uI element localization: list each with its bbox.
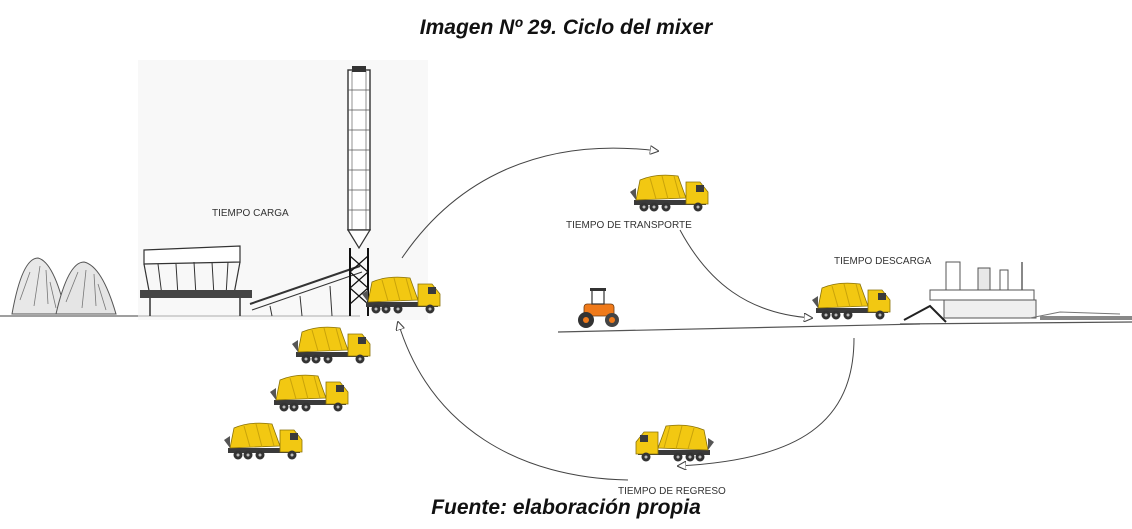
transport-time-label: TIEMPO DE TRANSPORTE bbox=[566, 220, 692, 231]
figure-source: Fuente: elaboración propia bbox=[431, 496, 701, 519]
load-time-label: TIEMPO CARGA bbox=[212, 208, 289, 219]
cement-truck-icon bbox=[269, 374, 349, 412]
transport-arrow-down bbox=[679, 229, 812, 318]
cement-truck-icon bbox=[291, 326, 371, 364]
site-ground-line bbox=[557, 323, 921, 333]
figure-title: Imagen Nº 29. Ciclo del mixer bbox=[419, 16, 713, 39]
transport-arrow-up bbox=[401, 148, 658, 259]
aggregate-pile-icon bbox=[11, 257, 117, 315]
cement-truck-icon bbox=[361, 276, 441, 314]
road-roller-icon bbox=[578, 288, 619, 328]
return-arrow-up bbox=[678, 337, 855, 466]
batching-plant-icon bbox=[138, 60, 428, 320]
cement-truck-icon bbox=[635, 424, 715, 462]
unload-time-label: TIEMPO DESCARGA bbox=[834, 256, 932, 267]
cement-truck-icon bbox=[811, 282, 891, 320]
return-arrow-left bbox=[398, 322, 629, 481]
cement-truck-icon bbox=[629, 174, 709, 212]
cement-truck-icon bbox=[223, 422, 303, 460]
return-time-label: TIEMPO DE REGRESO bbox=[618, 486, 726, 497]
construction-site-icon bbox=[903, 261, 1132, 323]
